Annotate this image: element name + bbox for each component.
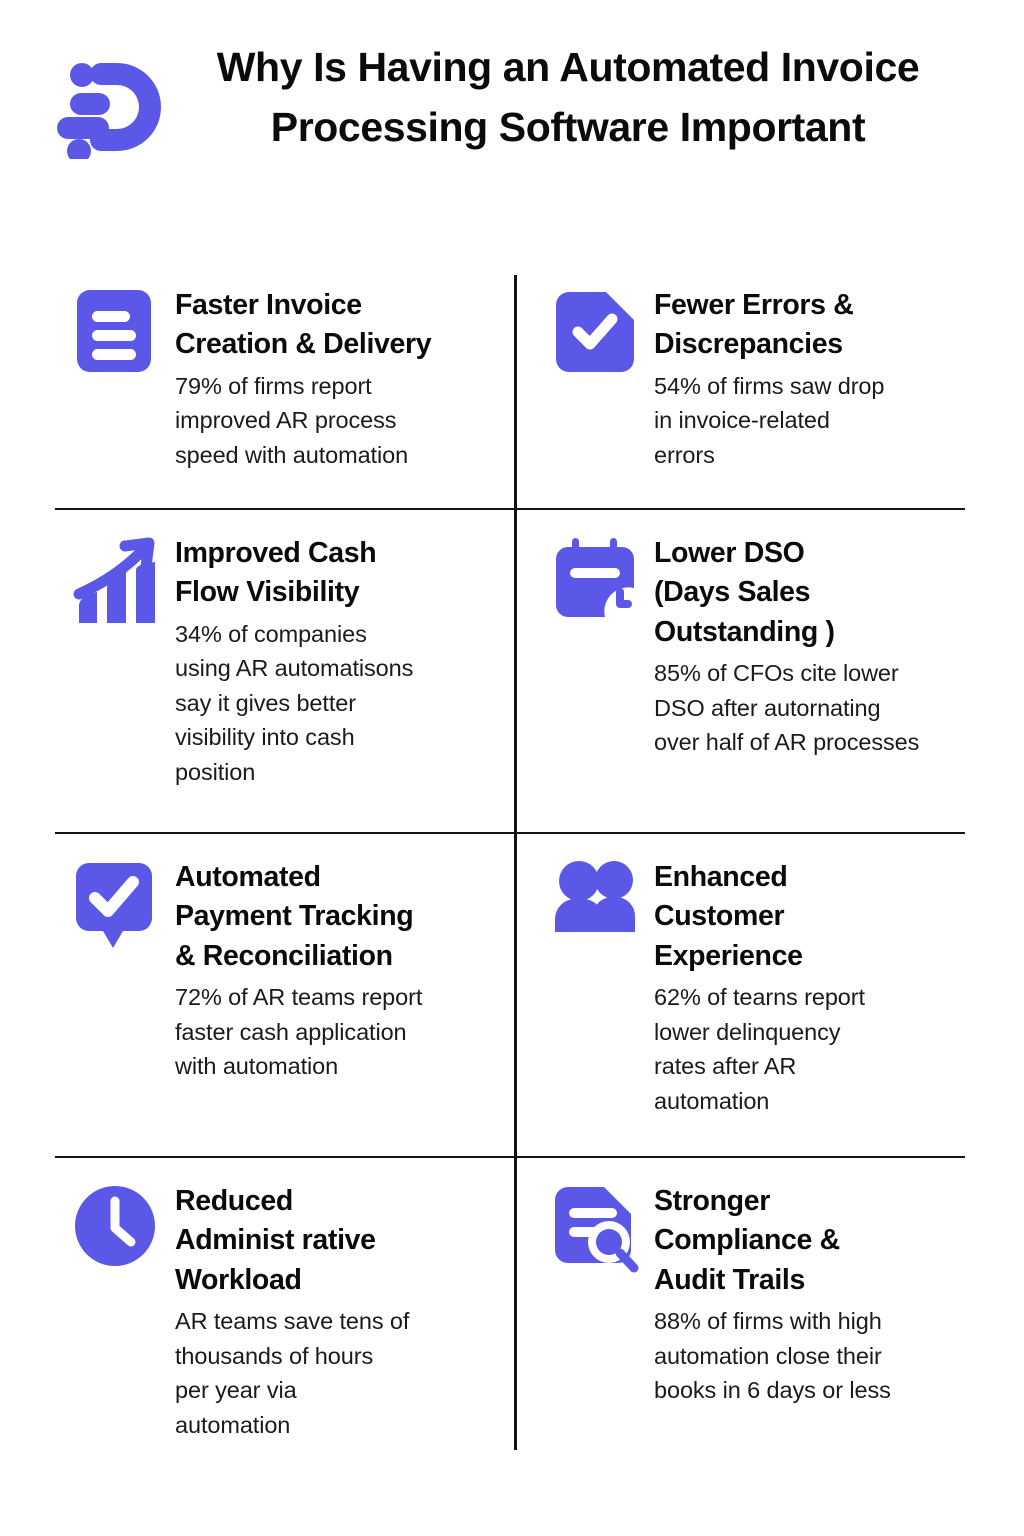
grid-row: Automated Payment Tracking & Reconciliat… (55, 834, 965, 1158)
clock-icon (73, 1180, 175, 1280)
growth-chart-arrow-icon (73, 532, 175, 632)
card-stronger-compliance[interactable]: Stronger Compliance & Audit Trails 88% o… (510, 1158, 965, 1458)
card-description: 85% of CFOs cite lower DSO after autorna… (654, 659, 920, 756)
card-body: Automated Payment Tracking & Reconciliat… (175, 856, 484, 1084)
card-title: Improved Cash Flow Visibility (175, 537, 377, 609)
row-divider (55, 507, 965, 510)
card-title: Stronger Compliance & Audit Trails (654, 1185, 840, 1296)
calendar-clock-icon (552, 532, 654, 632)
card-body: Faster Invoice Creation & Delivery 79% o… (175, 284, 484, 472)
card-body: Enhanced Customer Experience 62% of tear… (654, 856, 951, 1118)
benefits-grid: Faster Invoice Creation & Delivery 79% o… (55, 262, 965, 1458)
card-description: 72% of AR teams report faster cash appli… (175, 983, 423, 1080)
card-body: Fewer Errors & Discrepancies 54% of firm… (654, 284, 951, 472)
card-title: Lower DSO (Days Sales Outstanding ) (654, 537, 835, 648)
card-automated-payment-tracking[interactable]: Automated Payment Tracking & Reconciliat… (55, 834, 510, 1158)
grid-row: Faster Invoice Creation & Delivery 79% o… (55, 262, 965, 510)
page-header: Why Is Having an Automated Invoice Proce… (0, 0, 1024, 200)
card-description: 62% of tearns report lower delinquency r… (654, 983, 865, 1114)
page-title: Why Is Having an Automated Invoice Proce… (216, 44, 920, 150)
card-body: Improved Cash Flow Visibility 34% of com… (175, 532, 484, 789)
card-faster-invoice-creation[interactable]: Faster Invoice Creation & Delivery 79% o… (55, 262, 510, 510)
docupile-d-logo-icon (57, 63, 161, 159)
card-reduced-administrative-workload[interactable]: Reduced Administ rative Workload AR team… (55, 1158, 510, 1458)
card-description: 79% of firms report improved AR process … (175, 372, 409, 468)
vertical-divider (514, 275, 517, 1450)
card-body: Lower DSO (Days Sales Outstanding ) 85% … (654, 532, 951, 760)
card-description: 34% of companies using AR automatisons s… (175, 620, 414, 785)
card-lower-dso[interactable]: Lower DSO (Days Sales Outstanding ) 85% … (510, 510, 965, 834)
document-check-icon (552, 284, 654, 384)
grid-row: Reduced Administ rative Workload AR team… (55, 1158, 965, 1458)
document-search-icon (552, 1180, 654, 1280)
card-description: AR teams save tens of thousands of hours… (175, 1307, 410, 1438)
card-title: Enhanced Customer Experience (654, 861, 803, 972)
row-divider (55, 831, 965, 834)
card-title: Automated Payment Tracking & Reconciliat… (175, 861, 414, 972)
card-description: 54% of firms saw drop in invoice-related… (654, 372, 885, 468)
card-enhanced-customer-experience[interactable]: Enhanced Customer Experience 62% of tear… (510, 834, 965, 1158)
row-divider (55, 1155, 965, 1158)
card-title: Reduced Administ rative Workload (175, 1185, 376, 1296)
speech-bubble-check-icon (73, 856, 175, 956)
card-fewer-errors[interactable]: Fewer Errors & Discrepancies 54% of firm… (510, 262, 965, 510)
card-title: Fewer Errors & Discrepancies (654, 289, 854, 361)
grid-row: Improved Cash Flow Visibility 34% of com… (55, 510, 965, 834)
card-title: Faster Invoice Creation & Delivery (175, 289, 432, 361)
two-people-icon (552, 856, 654, 956)
document-lines-icon (73, 284, 175, 384)
card-body: Reduced Administ rative Workload AR team… (175, 1180, 484, 1442)
brand-logo (52, 52, 170, 162)
card-description: 88% of firms with high automation close … (654, 1307, 891, 1404)
card-improved-cash-flow[interactable]: Improved Cash Flow Visibility 34% of com… (55, 510, 510, 834)
card-body: Stronger Compliance & Audit Trails 88% o… (654, 1180, 951, 1408)
